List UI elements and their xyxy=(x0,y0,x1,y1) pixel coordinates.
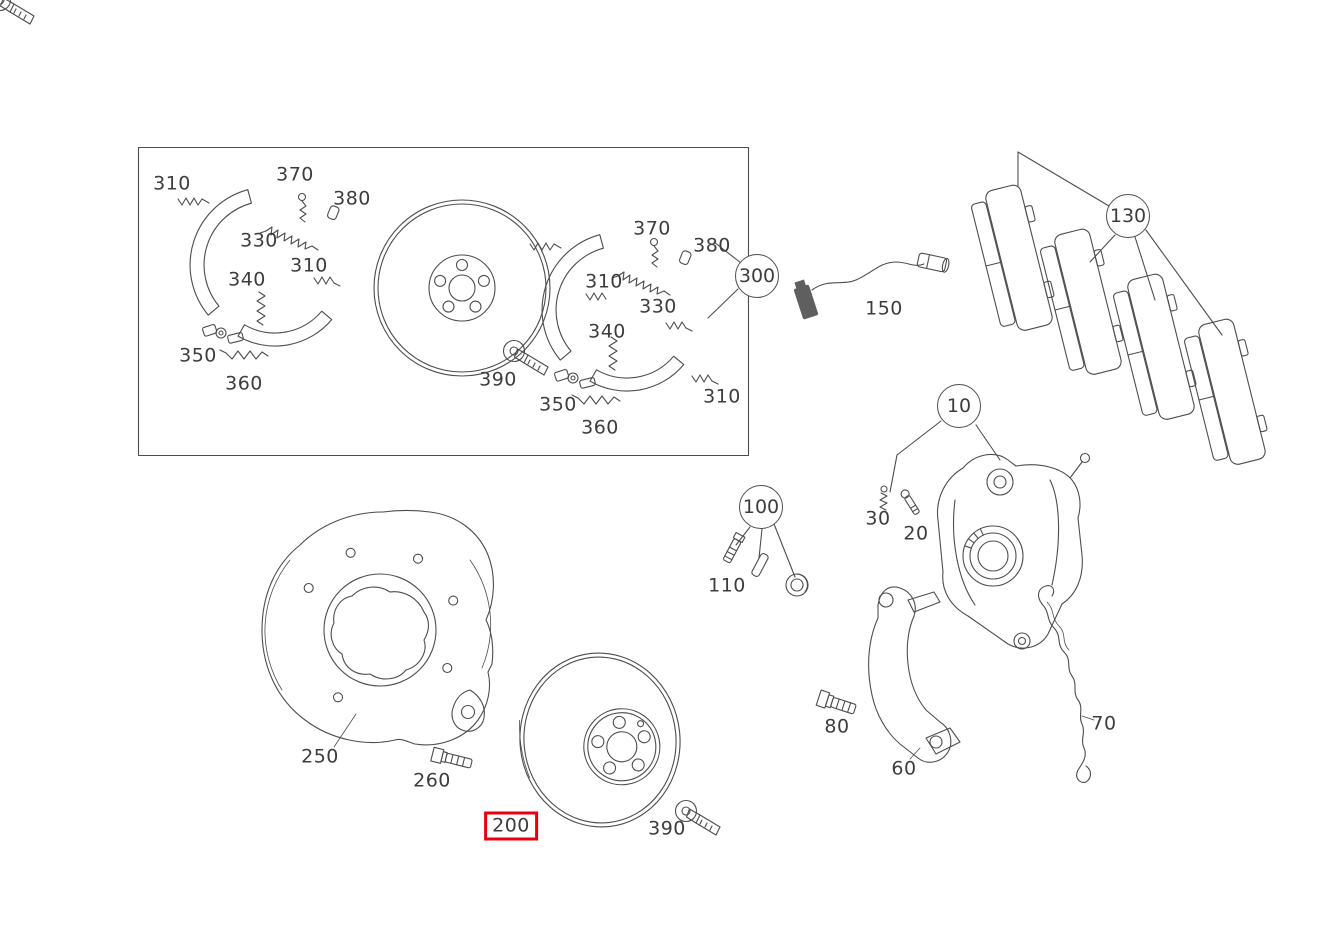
group-callout-130[interactable]: 130 xyxy=(1106,194,1150,238)
pad-leaders xyxy=(1017,151,1223,336)
hex-bolt-260 xyxy=(430,746,473,769)
part-label-20[interactable]: 20 xyxy=(903,522,929,545)
part-label-390-a[interactable]: 390 xyxy=(479,368,517,391)
group-callout-300[interactable]: 300 xyxy=(735,254,779,298)
part-label-70[interactable]: 70 xyxy=(1091,712,1117,735)
hex-bolt-80 xyxy=(815,689,857,715)
part-label-310-c[interactable]: 310 xyxy=(585,270,623,293)
wear-sensor xyxy=(793,252,950,320)
caliper-carrier xyxy=(868,586,961,763)
part-label-370-a[interactable]: 370 xyxy=(276,163,314,186)
brake-pad xyxy=(1040,228,1124,375)
part-label-350-a[interactable]: 350 xyxy=(179,344,217,367)
brake-pad xyxy=(1113,273,1197,420)
part-label-260[interactable]: 260 xyxy=(413,769,451,792)
part-label-250[interactable]: 250 xyxy=(301,745,339,768)
parking-brake-drum xyxy=(373,199,551,377)
part-label-370-b[interactable]: 370 xyxy=(633,217,671,240)
countersunk-screw xyxy=(0,0,35,25)
part-label-110[interactable]: 110 xyxy=(708,574,746,597)
retaining-spring xyxy=(1037,585,1095,783)
frame-box xyxy=(137,146,750,457)
pin-coils xyxy=(585,292,719,385)
brake-pad xyxy=(1184,318,1268,465)
part-label-310-a[interactable]: 310 xyxy=(153,172,191,195)
brake-pad xyxy=(971,184,1055,331)
part-label-330-a[interactable]: 330 xyxy=(240,229,278,252)
part-label-310-b[interactable]: 310 xyxy=(290,254,328,277)
part-label-340-a[interactable]: 340 xyxy=(228,268,266,291)
guide-bolt-kit xyxy=(723,531,809,597)
guide-bolt-small xyxy=(879,485,920,515)
part-label-380-a[interactable]: 380 xyxy=(333,187,371,210)
part-label-360-a[interactable]: 360 xyxy=(225,372,263,395)
part-label-360-b[interactable]: 360 xyxy=(581,416,619,439)
part-label-310-d[interactable]: 310 xyxy=(703,385,741,408)
brake-disc xyxy=(519,652,681,828)
part-label-390-b[interactable]: 390 xyxy=(648,817,686,840)
brake-shoe-assembly xyxy=(177,189,341,360)
group-callout-10[interactable]: 10 xyxy=(937,384,981,428)
part-label-60[interactable]: 60 xyxy=(891,757,917,780)
caliper-leaders xyxy=(889,420,1001,493)
part-label-80[interactable]: 80 xyxy=(824,715,850,738)
cover-plate xyxy=(261,509,494,748)
brake-pads xyxy=(971,151,1268,465)
part-label-340-b[interactable]: 340 xyxy=(588,320,626,343)
caliper xyxy=(936,452,1091,650)
part-label-380-b[interactable]: 380 xyxy=(693,234,731,257)
part-label-350-b[interactable]: 350 xyxy=(539,393,577,416)
part-label-330-b[interactable]: 330 xyxy=(639,295,677,318)
part-label-150[interactable]: 150 xyxy=(865,297,903,320)
callout-300-leaders xyxy=(707,241,742,319)
group-callout-100[interactable]: 100 xyxy=(739,485,783,529)
part-label-30[interactable]: 30 xyxy=(865,507,891,530)
part-label-200-highlighted[interactable]: 200 xyxy=(484,811,538,841)
